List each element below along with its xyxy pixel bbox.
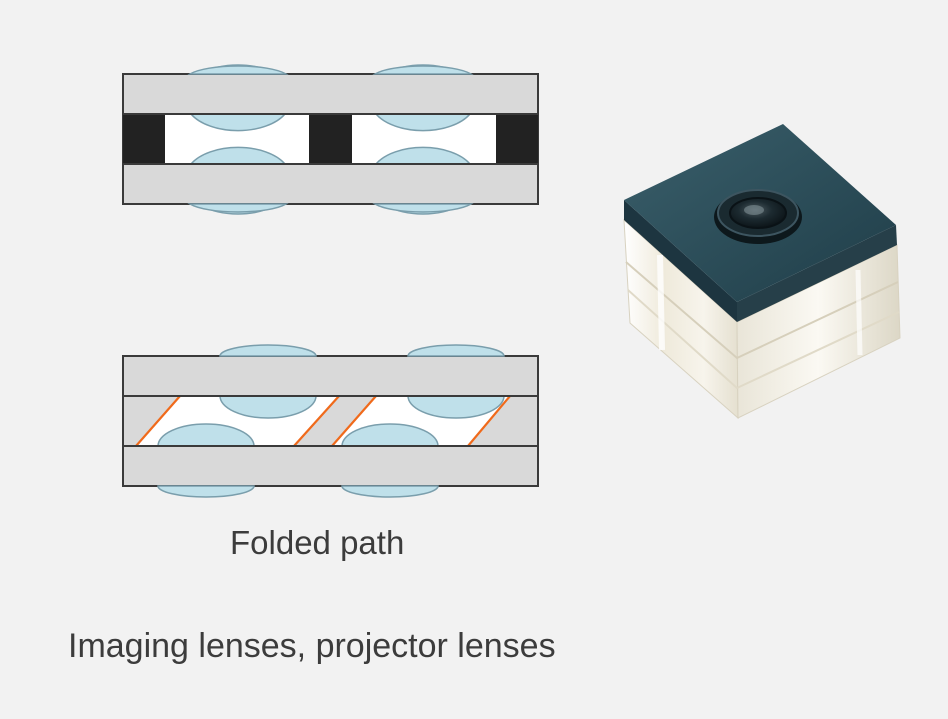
spacer-block — [496, 114, 538, 164]
lens-cap-bottom — [342, 486, 438, 497]
spacer-block — [123, 114, 165, 164]
lens-cap-top — [190, 66, 286, 74]
substrate-plate-top — [123, 356, 538, 396]
folded-path-caption: Folded path — [230, 524, 404, 562]
glass-highlight — [858, 270, 860, 355]
spacer-block — [309, 114, 352, 164]
lens-cap-bottom — [158, 486, 254, 497]
folded-path-lens-module-diagram — [123, 345, 538, 497]
lens-cap-bottom — [190, 204, 286, 212]
camera-module-photo — [624, 124, 900, 418]
aperture-lens-icon — [714, 190, 802, 244]
lens-cap-top — [375, 66, 471, 74]
stacked-lens-module-diagram — [123, 65, 538, 214]
glass-highlight — [660, 255, 662, 350]
substrate-plate-top — [123, 74, 538, 114]
lens-cap-bottom — [375, 204, 471, 212]
lens-cap-top — [408, 345, 504, 356]
substrate-plate-bottom — [123, 164, 538, 204]
main-caption: Imaging lenses, projector lenses — [68, 627, 556, 666]
substrate-plate-bottom — [123, 446, 538, 486]
lens-cap-top — [220, 345, 316, 356]
